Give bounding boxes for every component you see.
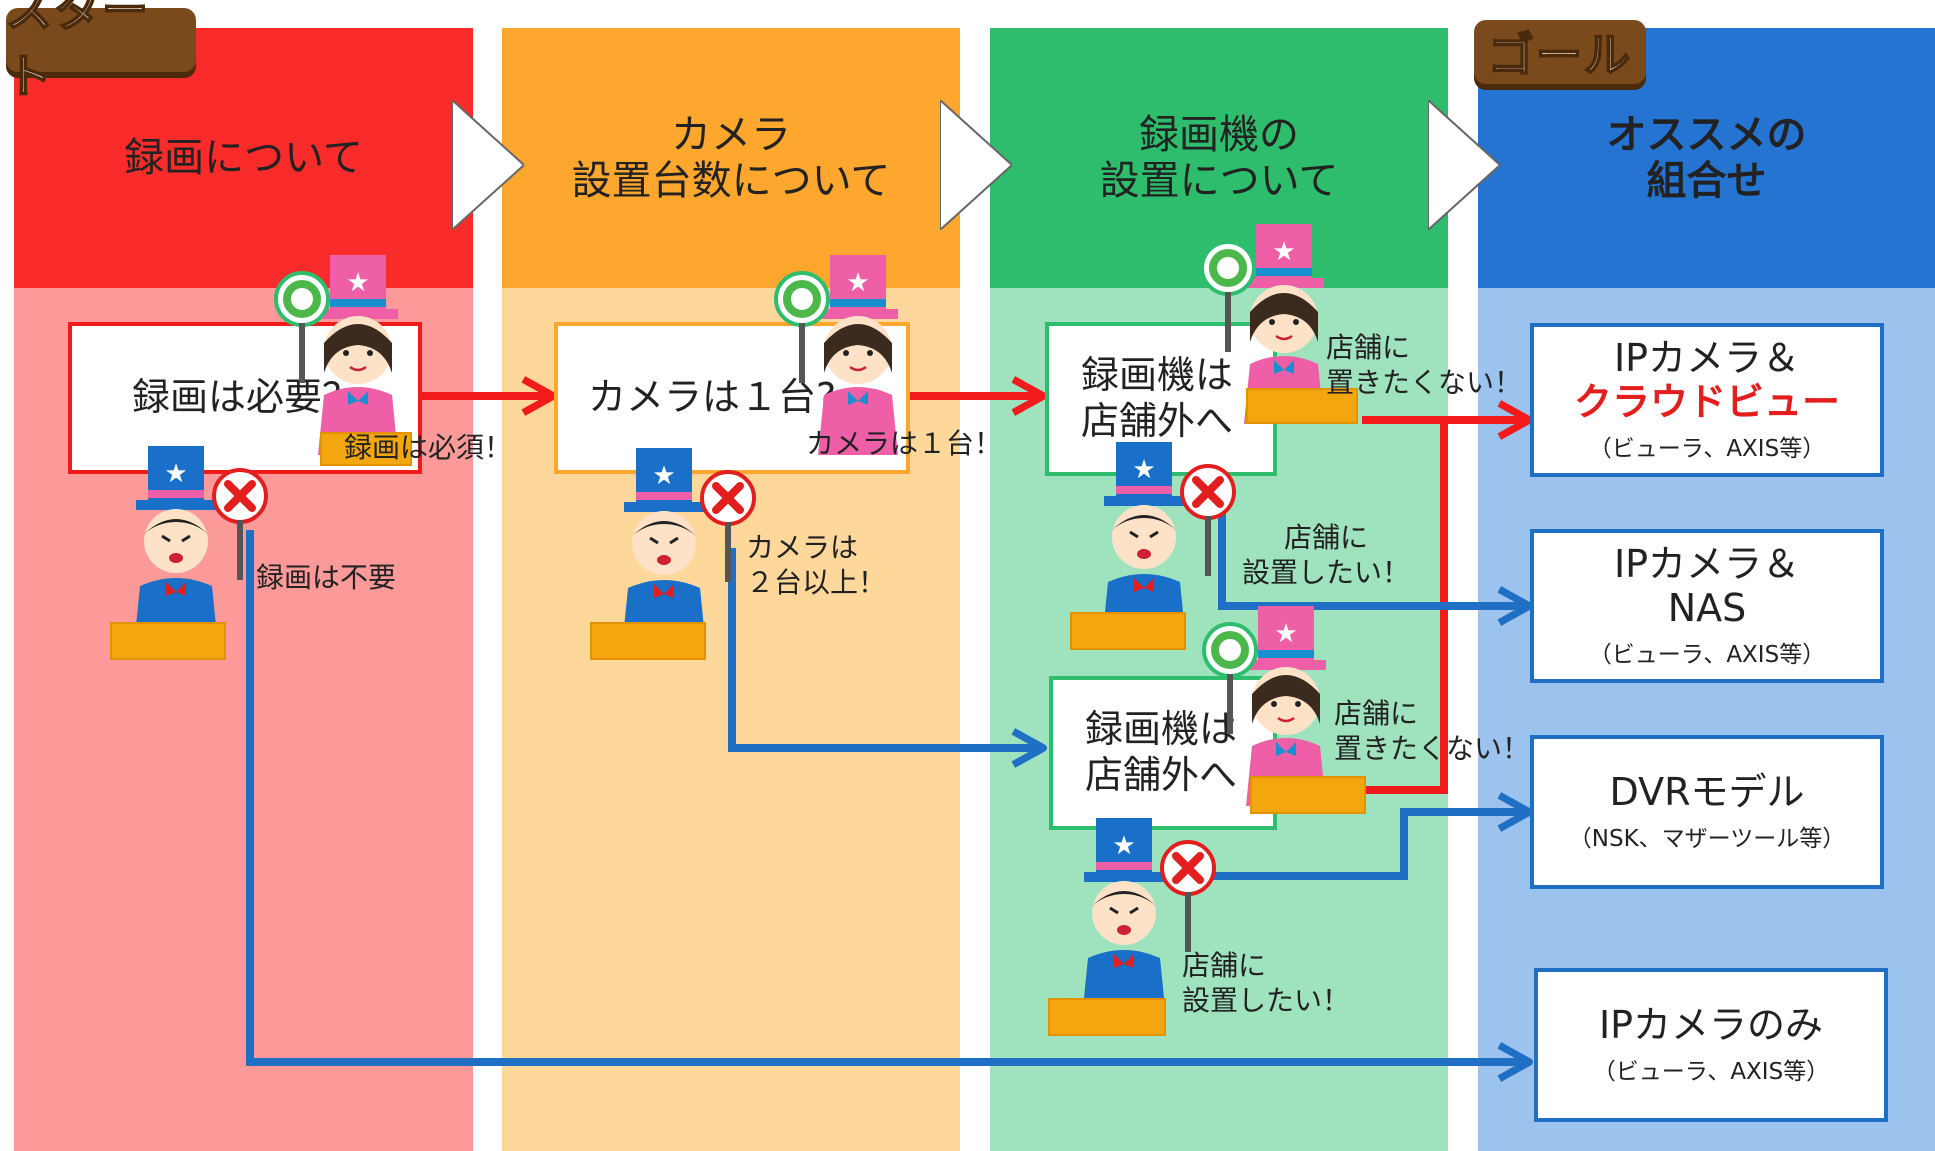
goal-ip-only-line1: IPカメラのみ — [1598, 1003, 1824, 1048]
woman-top-hat-maru-sign-icon: ★ — [774, 255, 898, 455]
goal-cloud-sub: （ビューラ、AXIS等） — [1588, 435, 1826, 462]
goal-cloud-line1: IPカメラ＆ — [1613, 336, 1801, 381]
column-title-recording: 録画について — [124, 135, 363, 181]
goal-box-cloud-view: IPカメラ＆ クラウドビュー （ビューラ、AXIS等） — [1530, 323, 1884, 477]
question-recorder-location-2: 録画機は 店舗外へ — [1085, 707, 1238, 797]
question-recording: 録画は必要？ — [132, 375, 361, 420]
question-box-recorder-location-1: 録画機は 店舗外へ — [1045, 322, 1277, 476]
goal-cloud-highlight: クラウドビュー — [1573, 380, 1840, 424]
column-title-camera-count: カメラ 設置台数について — [571, 112, 891, 204]
goal-badge: ゴール — [1474, 20, 1646, 84]
column-title-recorder-location: 録画機の 設置について — [1099, 112, 1339, 204]
answer-two-or-more: カメラは ２台以上！ — [746, 531, 887, 599]
desk-stand — [1070, 612, 1186, 650]
start-badge: スタート — [5, 0, 196, 104]
answer-not-in-store-2: 店舗に 置きたくない！ — [1334, 697, 1531, 765]
desk-stand — [1250, 776, 1366, 814]
desk-stand — [1246, 388, 1358, 424]
goal-ip-only-sub: （ビューラ、AXIS等） — [1592, 1058, 1830, 1085]
svg-text:★: ★ — [346, 268, 369, 298]
answer-not-in-store-1: 店舗に 置きたくない！ — [1326, 331, 1523, 399]
answer-in-store-1: 店舗に 設置したい！ — [1242, 521, 1411, 589]
arrow-no-recording-to-ip-only — [246, 530, 1533, 1082]
svg-text:★: ★ — [652, 461, 675, 491]
goal-badge-label: ゴール — [1487, 27, 1632, 83]
man-top-hat-batsu-sign-icon: ★ — [622, 448, 756, 648]
svg-text:★: ★ — [1112, 831, 1135, 861]
goal-nas-line1: IPカメラ＆ NAS — [1613, 542, 1801, 630]
arrow-q4-to-dvr — [1168, 792, 1533, 880]
woman-top-hat-maru-sign-icon: ★ — [274, 255, 398, 455]
svg-text:★: ★ — [164, 459, 187, 489]
question-box-recorder-location-2: 録画機は 店舗外へ — [1049, 676, 1277, 830]
answer-in-store-2: 店舗に 設置したい！ — [1182, 949, 1351, 1017]
goal-box-dvr: DVRモデル （NSK、マザーツール等） — [1530, 735, 1884, 889]
answer-recording-not-needed: 録画は不要 — [256, 561, 397, 594]
question-recorder-location-1: 録画機は 店舗外へ — [1081, 353, 1234, 443]
answer-recording-required: 録画は必須！ — [344, 431, 513, 464]
chevron-right-icon — [1428, 100, 1500, 230]
column-title-recommendation: オススメの 組合せ — [1606, 112, 1807, 204]
answer-one-camera: カメラは１台！ — [806, 427, 1003, 460]
column-header-camera-count: カメラ 設置台数について — [502, 28, 960, 288]
start-badge-label: スタート — [5, 0, 150, 104]
goal-dvr-line1: DVRモデル — [1609, 770, 1805, 815]
question-camera-count: カメラは１台? — [588, 375, 837, 420]
goal-dvr-sub: （NSK、マザーツール等） — [1568, 825, 1846, 852]
goal-box-nas: IPカメラ＆ NAS （ビューラ、AXIS等） — [1530, 529, 1884, 683]
chevron-right-icon — [452, 100, 524, 230]
svg-text:★: ★ — [1274, 619, 1297, 649]
chevron-right-icon — [940, 100, 1012, 230]
desk-stand — [320, 432, 412, 466]
arrow-q4-to-cloud — [1365, 420, 1448, 794]
desk-stand — [110, 622, 226, 660]
desk-stand — [1048, 998, 1166, 1036]
arrow-multi-camera-to-q4 — [728, 548, 1047, 768]
svg-text:★: ★ — [1272, 237, 1295, 267]
desk-stand — [590, 622, 706, 660]
man-top-hat-batsu-sign-icon: ★ — [134, 446, 268, 646]
goal-box-ip-only: IPカメラのみ （ビューラ、AXIS等） — [1534, 968, 1888, 1122]
svg-text:★: ★ — [846, 268, 869, 298]
goal-nas-sub: （ビューラ、AXIS等） — [1588, 641, 1826, 668]
arrow-q3-to-nas — [1218, 500, 1533, 626]
svg-text:★: ★ — [1132, 455, 1155, 485]
